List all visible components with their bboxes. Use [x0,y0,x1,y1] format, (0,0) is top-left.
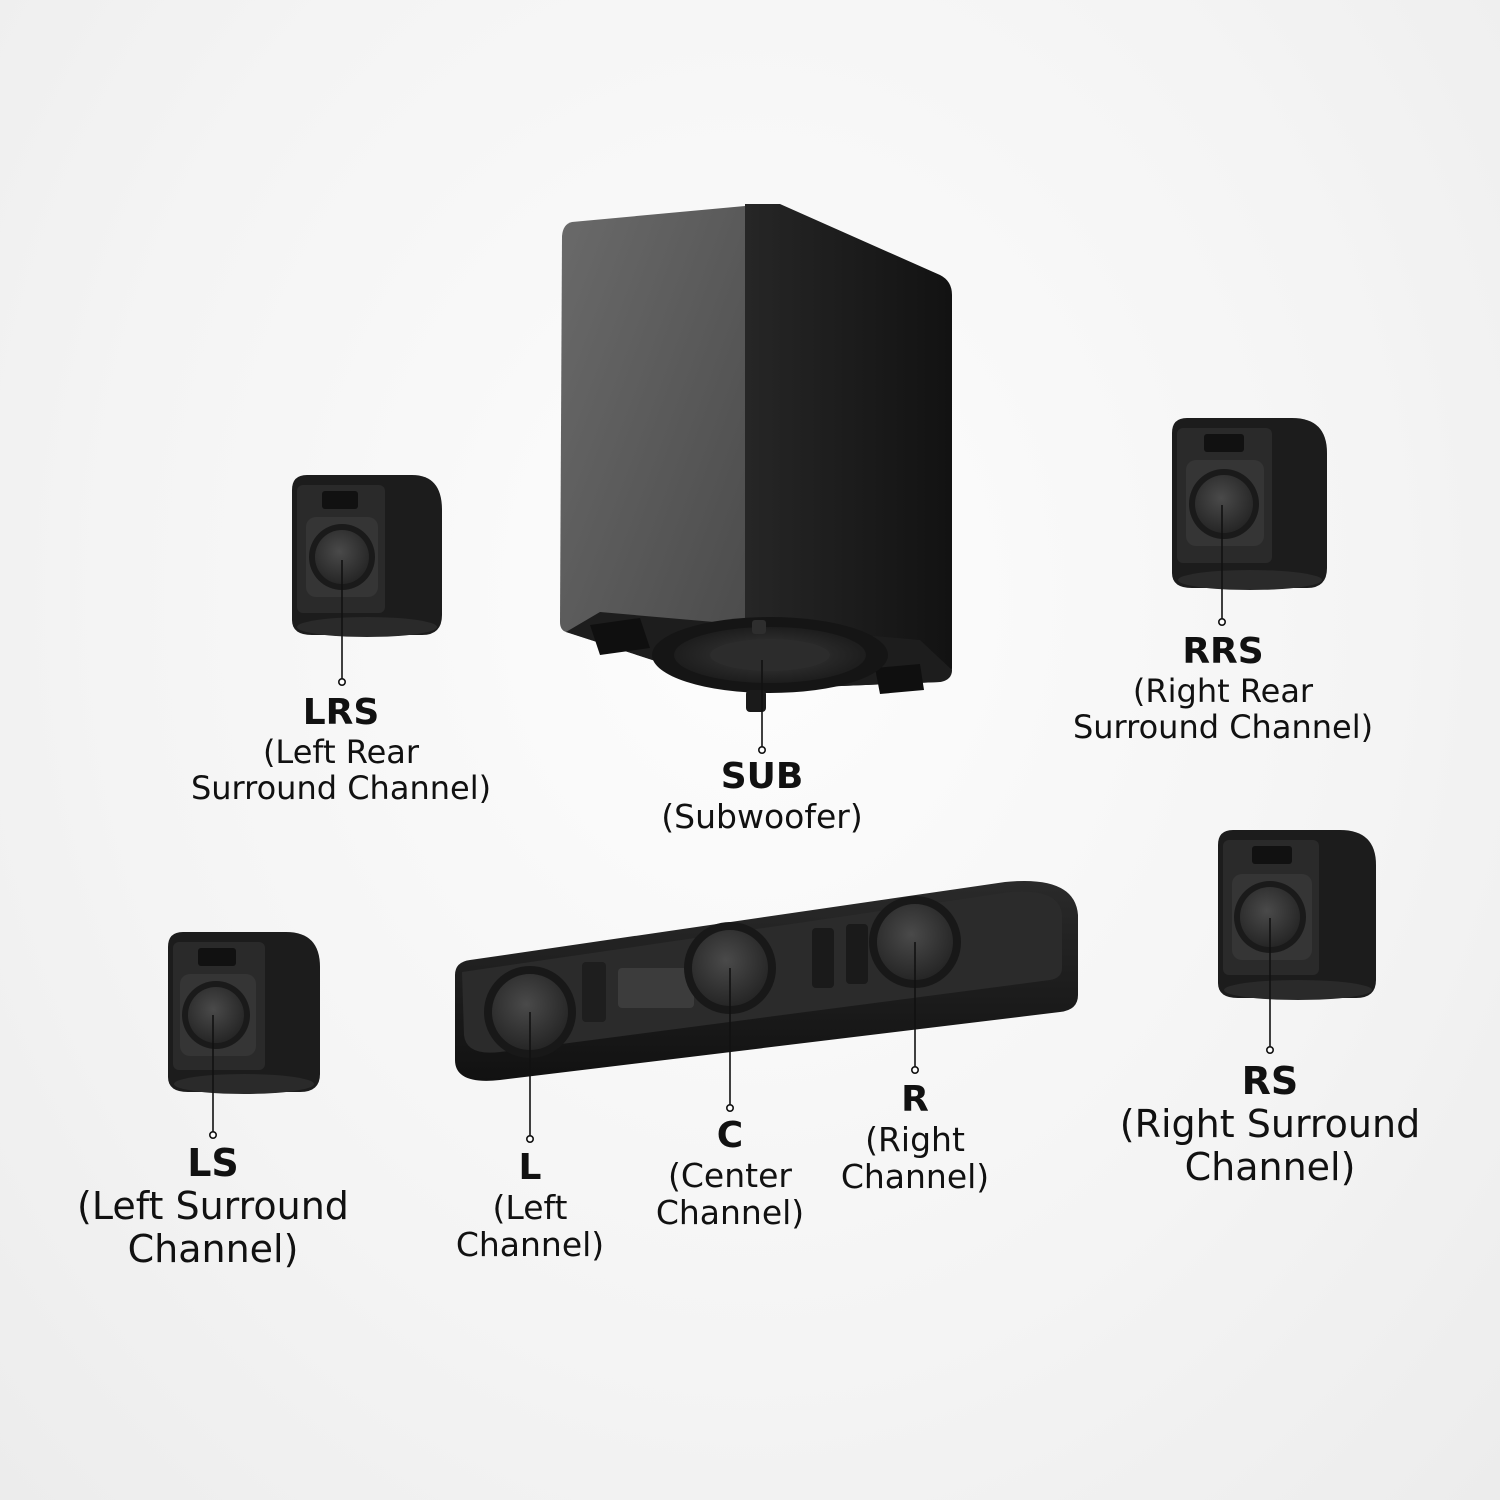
rrs-label: RRS (Right Rear Surround Channel) [1040,631,1406,746]
left-rear-surround-speaker [292,475,442,637]
right-rear-surround-speaker [1172,418,1327,590]
rs-code: RS [1241,1059,1299,1103]
rrs-code: RRS [1182,631,1264,672]
l-desc-line-2: Channel) [455,1224,605,1264]
c-label: C (Center Channel) [630,1115,830,1232]
rs-desc-line-2: Channel) [1184,1144,1356,1189]
ls-label: LS (Left Surround Channel) [50,1142,376,1271]
rrs-leader-dot [1218,617,1227,626]
c-desc-line-2: Channel) [655,1192,805,1232]
r-desc-line-2: Channel) [840,1156,990,1196]
ls-leader-dot [209,1131,218,1140]
rs-label: RS (Right Surround Channel) [1090,1060,1450,1189]
r-code: R [901,1079,929,1120]
sub-label: SUB (Subwoofer) [612,756,912,836]
rs-desc-line-1: (Right Surround [1119,1101,1421,1146]
ls-desc-line-2: Channel) [127,1226,299,1271]
soundbar [455,880,1078,1081]
c-code: C [716,1115,744,1156]
r-leader-dot [910,1066,919,1075]
sub-code: SUB [720,756,804,797]
l-code: L [518,1147,542,1188]
ls-code: LS [187,1141,239,1185]
rs-leader-dot [1266,1046,1275,1055]
r-desc-line-1: (Right [865,1119,965,1159]
sub-leader-dot [757,745,766,754]
lrs-leader-dot [337,677,346,686]
leader-lines [209,505,1275,1144]
rrs-desc-line-1: (Right Rear [1132,671,1314,710]
l-leader-dot [525,1135,534,1144]
rrs-desc-line-2: Surround Channel) [1072,707,1374,746]
c-desc-line-1: (Center [668,1155,792,1195]
lrs-desc-line-1: (Left Rear [262,732,420,771]
lrs-desc-line-2: Surround Channel) [190,768,492,807]
ls-desc-line-1: (Left Surround [77,1183,349,1228]
sub-desc-line-1: (Subwoofer) [661,796,863,836]
subwoofer [560,204,952,712]
lrs-label: LRS (Left Rear Surround Channel) [160,692,522,807]
lrs-code: LRS [302,692,380,733]
r-label: R (Right Channel) [815,1079,1015,1196]
right-surround-speaker [1218,830,1376,1000]
l-desc-line-1: (Left [492,1187,568,1227]
l-label: L (Left Channel) [430,1147,630,1264]
left-surround-speaker [168,932,320,1094]
c-leader-dot [725,1104,734,1113]
